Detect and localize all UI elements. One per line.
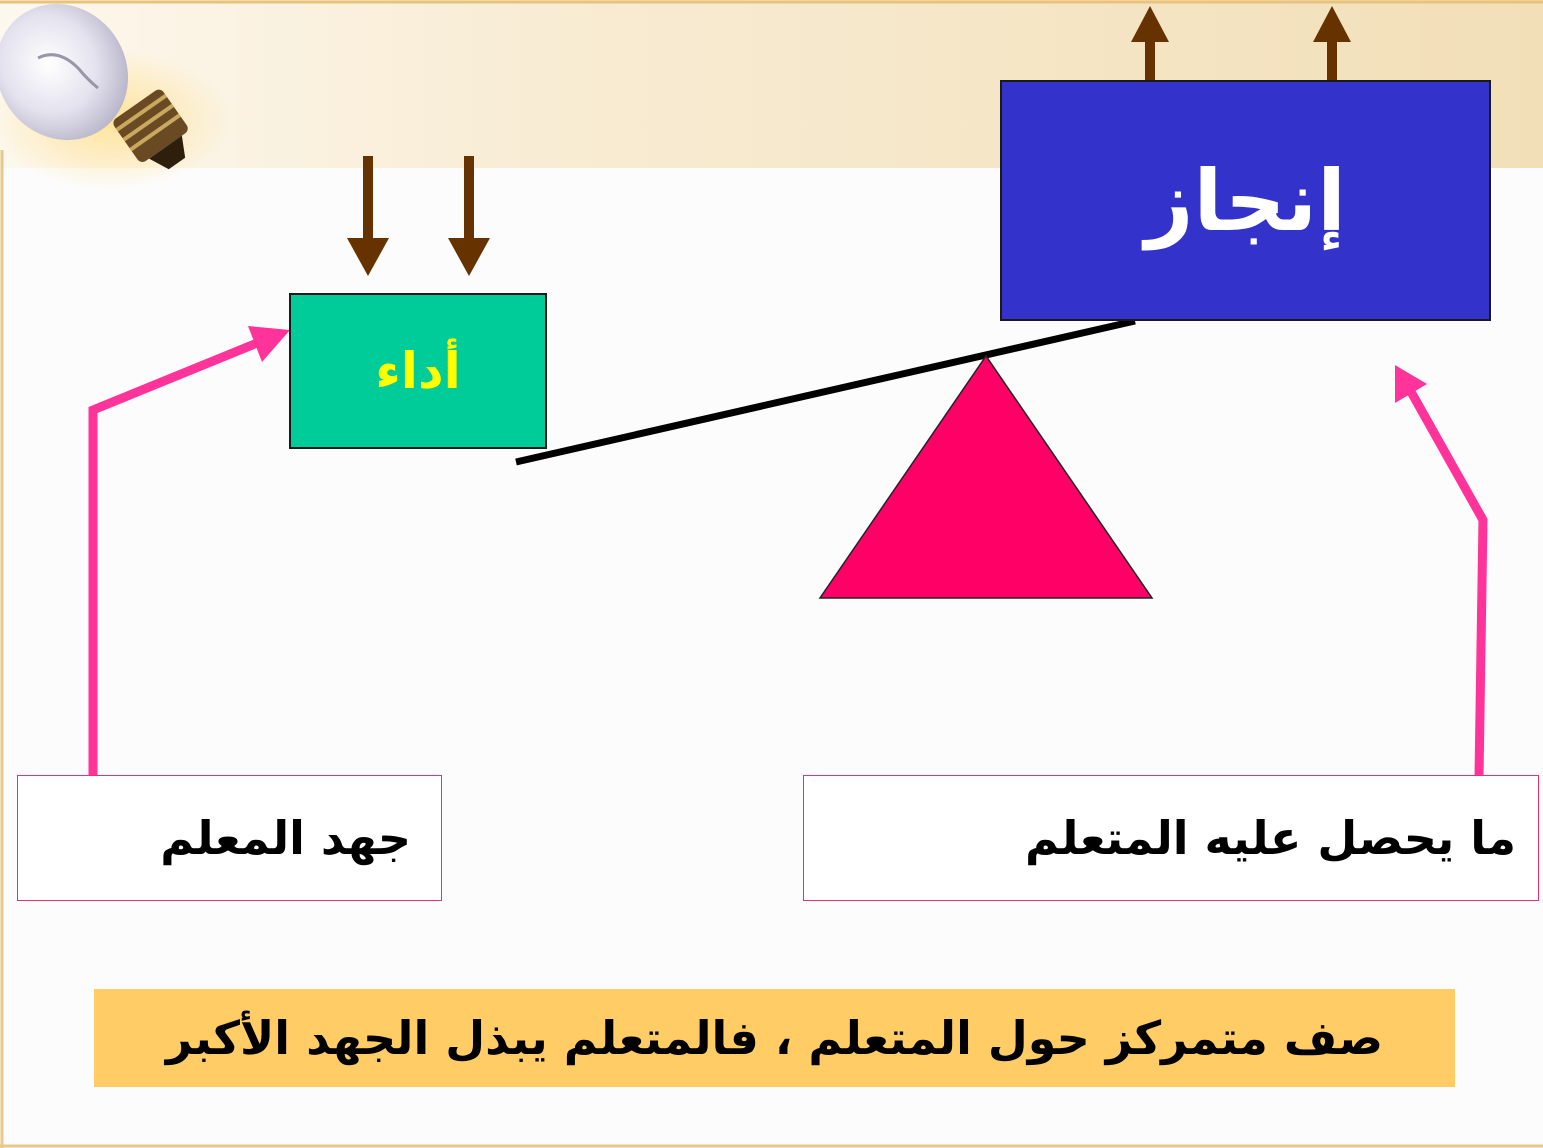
up-arrows (1131, 6, 1351, 82)
teacher-effort-arrow (88, 326, 290, 776)
teacher-effort-label: جهد المعلم (160, 811, 411, 865)
learner-gain-box: ما يحصل عليه المتعلم (803, 775, 1539, 901)
caption-text: صف متمركز حول المتعلم ، فالمتعلم يبذل ال… (165, 1011, 1384, 1065)
fulcrum-triangle (818, 354, 1154, 599)
achievement-label: إنجاز (1145, 151, 1346, 250)
caption-banner: صف متمركز حول المتعلم ، فالمتعلم يبذل ال… (94, 989, 1455, 1087)
balance-beam (515, 317, 1136, 466)
down-arrows (347, 156, 490, 276)
learner-gain-arrow (1395, 365, 1488, 777)
performance-box: أداء (289, 293, 547, 449)
achievement-box: إنجاز (1000, 80, 1491, 321)
performance-label: أداء (375, 342, 461, 400)
light-bulb-icon (0, 3, 230, 190)
learner-gain-label: ما يحصل عليه المتعلم (1025, 811, 1516, 865)
teacher-effort-box: جهد المعلم (17, 775, 442, 901)
